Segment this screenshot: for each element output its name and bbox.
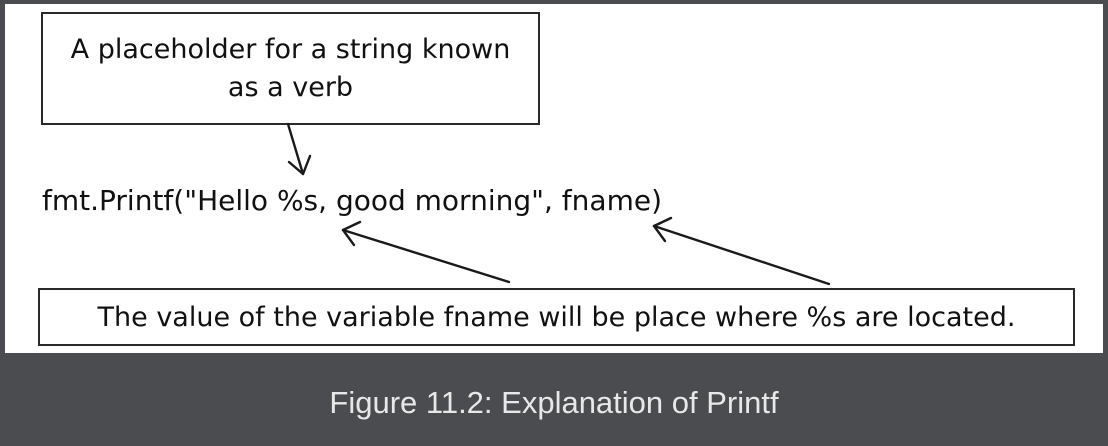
verb-callout-box: A placeholder for a string known as a ve… <box>41 12 540 125</box>
value-callout-text: The value of the variable fname will be … <box>97 301 1016 333</box>
printf-code-line: fmt.Printf("Hello %s, good morning", fna… <box>42 184 662 217</box>
arrow-to-verb <box>286 122 312 176</box>
arrows-layer <box>286 122 831 286</box>
diagram-panel: A placeholder for a string known as a ve… <box>5 4 1103 353</box>
value-callout-box: The value of the variable fname will be … <box>38 288 1075 346</box>
arrow-from-bottom-to-fname <box>652 216 831 286</box>
arrow-from-bottom-to-verb <box>341 220 511 284</box>
figure-caption: Figure 11.2: Explanation of Printf <box>329 385 779 420</box>
verb-callout-text: A placeholder for a string known as a ve… <box>70 33 511 103</box>
